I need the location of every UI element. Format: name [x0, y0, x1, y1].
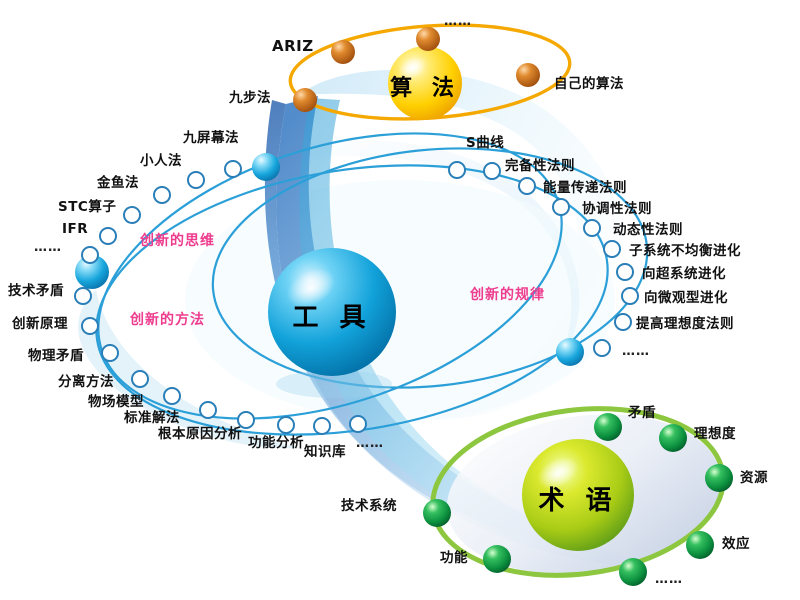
terminology-node-label-3: 效应: [722, 536, 750, 552]
terminology-node-label-0: 矛盾: [628, 405, 656, 421]
algorithm-node-label-own: 自己的算法: [554, 76, 624, 92]
core-sphere-tool: [268, 248, 396, 398]
thinking-node-label-5: ……: [34, 240, 62, 255]
methods-node-label-1: 创新原理: [12, 316, 68, 332]
thinking-node-label-4: IFR: [62, 221, 89, 237]
laws-node-label-0: S曲线: [466, 135, 505, 151]
orbit-title-methods: 创新的方法: [130, 312, 205, 328]
laws-orbit-nodes: [448, 161, 639, 357]
terminology-node-label-1: 理想度: [694, 426, 736, 442]
laws-node-label-3: 协调性法则: [582, 201, 652, 217]
thinking-node-label-2: 金鱼法: [97, 175, 139, 191]
methods-node-label-5: 标准解法: [124, 410, 180, 426]
lower-left-wedge: [78, 290, 301, 449]
algorithm-node-label-jiubufa: 九步法: [229, 90, 271, 106]
core-sphere-algorithm: [388, 46, 462, 120]
orbit-laws: [211, 147, 649, 389]
algorithm-nodes: [293, 27, 540, 112]
algorithm-node-label-ellipsis: ……: [444, 14, 472, 29]
methods-node-label-3: 分离方法: [58, 374, 114, 390]
terminology-nodes: [423, 413, 733, 586]
laws-node-label-5: 子系统不均衡进化: [629, 243, 741, 259]
main-blue-ribbon: [264, 96, 648, 566]
terminology-node-label-4: 功能: [440, 550, 468, 566]
laws-node-label-1: 完备性法则: [505, 158, 575, 174]
core-sphere-terminology: [522, 439, 634, 551]
laws-node-label-6: 向超系统进化: [642, 266, 726, 282]
methods-orbit-nodes: [74, 287, 367, 435]
laws-node-label-2: 能量传递法则: [543, 180, 627, 196]
algorithm-node-label-ariz: ARIZ: [272, 37, 314, 55]
laws-node-label-4: 动态性法则: [613, 222, 683, 238]
terminology-node-label-2: 资源: [740, 470, 768, 486]
orbit-methods: [95, 164, 609, 436]
methods-node-label-0: 技术矛盾: [8, 283, 64, 299]
orbit-title-laws: 创新的规律: [470, 287, 545, 303]
methods-node-label-4: 物场模型: [88, 394, 144, 410]
thinking-node-label-1: 小人法: [140, 153, 182, 169]
thinking-node-label-0: 九屏幕法: [183, 130, 239, 146]
methods-node-label-7: 功能分析: [248, 435, 304, 451]
laws-node-label-9: ……: [622, 344, 650, 359]
technical-system-label: 技术系统: [341, 498, 397, 514]
methods-node-label-2: 物理矛盾: [28, 348, 84, 364]
thinking-orbit-nodes: [81, 160, 242, 264]
terminology-node-label-5: ……: [655, 572, 683, 587]
methods-node-label-9: ……: [356, 436, 384, 451]
orbit-junction-spheres: [75, 153, 584, 366]
methods-node-label-6: 根本原因分析: [158, 426, 242, 442]
orbit-title-thinking: 创新的思维: [140, 233, 215, 249]
thinking-node-label-3: STC算子: [58, 199, 117, 215]
methods-node-label-8: 知识库: [304, 444, 346, 460]
laws-node-label-7: 向微观型进化: [644, 290, 728, 306]
laws-node-label-8: 提高理想度法则: [636, 316, 734, 332]
